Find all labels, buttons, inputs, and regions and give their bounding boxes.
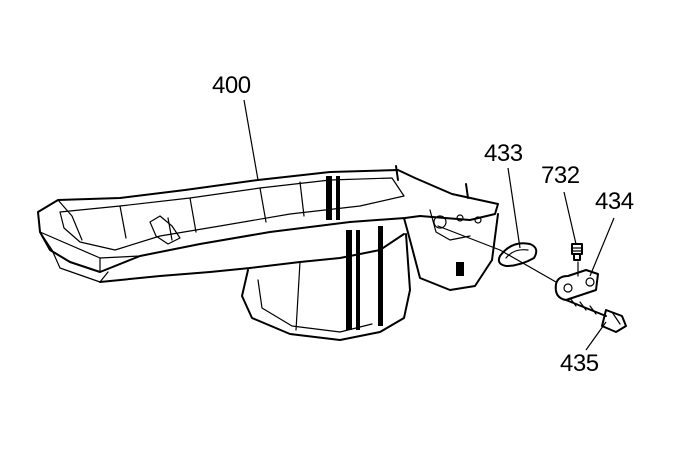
gasket [497,242,538,267]
oil-pan [37,165,499,341]
leader-lines [243,99,615,351]
callout-434: 434 [595,188,634,215]
callout-400: 400 [212,72,251,99]
leader-732 [563,191,577,245]
leader-434 [589,217,615,277]
explode-guide-line [437,225,557,283]
leader-433 [507,167,521,249]
callout-732: 732 [541,162,580,189]
callout-433: 433 [484,140,523,167]
callout-435: 435 [560,350,599,377]
sensor-bracket [554,261,599,301]
leader-435 [585,321,607,351]
bolt [565,297,627,333]
plug [571,243,583,261]
leader-400 [243,99,259,181]
